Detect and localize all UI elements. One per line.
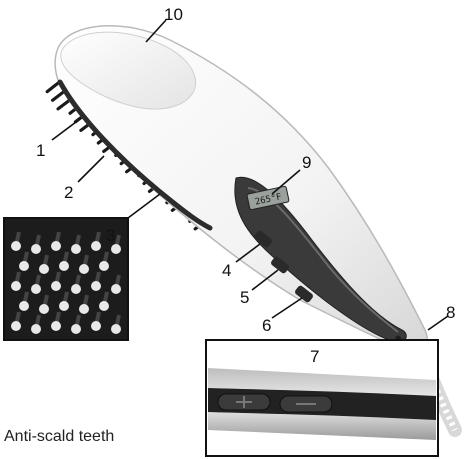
tooth-tip bbox=[11, 241, 21, 251]
tooth-tip bbox=[59, 301, 69, 311]
tooth-tip bbox=[19, 301, 29, 311]
callout-8: 8 bbox=[446, 303, 455, 322]
leader-8 bbox=[428, 316, 448, 330]
tooth-tip bbox=[99, 261, 109, 271]
tooth-tip bbox=[111, 244, 121, 254]
tooth-tip bbox=[51, 321, 61, 331]
callout-9: 9 bbox=[302, 153, 311, 172]
tooth-tip bbox=[39, 304, 49, 314]
caption-anti-scald-teeth: Anti-scald teeth bbox=[4, 428, 114, 446]
tooth-tip bbox=[79, 264, 89, 274]
tooth-tip bbox=[31, 324, 41, 334]
tooth-tip bbox=[31, 284, 41, 294]
leader-3 bbox=[128, 194, 160, 218]
tooth-tip bbox=[11, 321, 21, 331]
tooth-tip bbox=[111, 284, 121, 294]
callout-3: 3 bbox=[106, 226, 115, 245]
tooth-tip bbox=[99, 301, 109, 311]
leader-6 bbox=[272, 298, 302, 318]
tooth-tip bbox=[91, 281, 101, 291]
leader-2 bbox=[78, 156, 104, 182]
callout-6: 6 bbox=[262, 316, 271, 335]
tooth-tip bbox=[91, 241, 101, 251]
callout-10: 10 bbox=[164, 5, 183, 24]
tooth-tip bbox=[19, 261, 29, 271]
tooth-tip bbox=[91, 321, 101, 331]
inset-buttons-closeup bbox=[206, 340, 438, 456]
tooth-tip bbox=[51, 241, 61, 251]
tooth-tip bbox=[71, 244, 81, 254]
tooth-tip bbox=[111, 324, 121, 334]
callout-7: 7 bbox=[310, 347, 319, 366]
tooth-tip bbox=[11, 281, 21, 291]
callout-2: 2 bbox=[64, 183, 73, 202]
tooth-tip bbox=[71, 324, 81, 334]
tooth-tip bbox=[39, 264, 49, 274]
tooth-tip bbox=[71, 284, 81, 294]
callout-5: 5 bbox=[240, 288, 249, 307]
tooth-tip bbox=[59, 261, 69, 271]
tooth-tip bbox=[31, 244, 41, 254]
callout-4: 4 bbox=[222, 261, 231, 280]
leader-1 bbox=[52, 122, 76, 140]
callout-1: 1 bbox=[36, 141, 45, 160]
tooth-tip bbox=[51, 281, 61, 291]
tooth-tip bbox=[79, 304, 89, 314]
